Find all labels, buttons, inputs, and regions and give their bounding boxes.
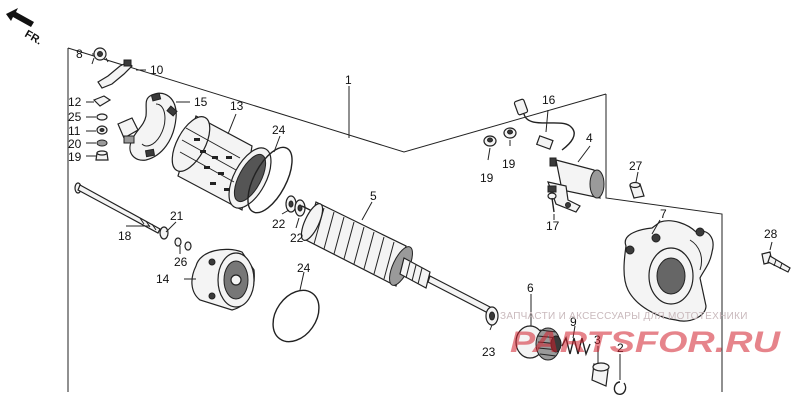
callout-20: 20 [68,137,82,151]
direction-label: FR. [23,28,44,47]
washer-part [96,113,108,121]
callout-21: 21 [170,209,184,223]
washer-part [485,306,499,326]
spring-part [561,335,591,357]
callout-5: 5 [370,189,377,203]
snap-ring-part [613,381,627,395]
nut-part [96,125,108,135]
leader-lines [86,53,773,380]
o-ring-part [247,146,293,214]
callout-9: 9 [570,315,577,329]
watermark-brand: PARTSFOR.RU [510,326,782,359]
grommet-part [91,47,109,65]
nut-part [95,150,109,161]
armature-part [300,201,493,315]
callout-17: 17 [546,219,560,233]
callout-22: 22 [272,217,286,231]
callout-19: 19 [480,171,494,185]
o-ring-part [272,289,320,343]
starter-solenoid-part [547,157,605,213]
front-direction-arrow-icon [6,8,34,27]
watermark: ЗАПЧАСТИ И АКСЕССУАРЫ ДЛЯ МОТОТЕХНИКИ PA… [500,311,782,359]
callout-12: 12 [68,95,82,109]
callout-28: 28 [764,227,778,241]
callout-24: 24 [272,123,286,137]
washer-part [96,139,108,147]
callout-7: 7 [660,207,667,221]
callout-8: 8 [76,47,83,61]
bolt-part [547,192,557,213]
callout-labels: 8 10 12 15 25 11 20 19 13 24 1 5 22 22 2… [68,47,778,359]
mounting-bolt-part [761,251,791,273]
front-cover-part [623,220,714,322]
rear-cover-part [191,248,255,311]
callout-16: 16 [542,93,556,107]
nut-plate-part [92,95,112,107]
motor-yoke-part [171,115,272,211]
callout-2: 2 [617,341,624,355]
collar-part [591,362,610,387]
nut-part [503,127,517,139]
callout-4: 4 [586,131,593,145]
callout-11: 11 [68,124,81,138]
brush-holder-part [117,92,178,161]
through-bolt-part [74,182,161,234]
thrust-washer-part [285,195,306,217]
callout-3: 3 [594,333,601,347]
callout-19: 19 [502,157,516,171]
callout-24: 24 [297,261,311,275]
callout-14: 14 [156,272,170,286]
watermark-subtitle: ЗАПЧАСТИ И АКСЕССУАРЫ ДЛЯ МОТОТЕХНИКИ [500,311,748,322]
callout-13: 13 [230,99,244,113]
callout-27: 27 [629,159,643,173]
callout-22: 22 [290,231,304,245]
callout-1: 1 [345,73,352,87]
callout-15: 15 [194,95,208,109]
nut-part [483,135,497,147]
callout-18: 18 [118,229,132,243]
brush-terminal-part [97,59,133,89]
callout-25: 25 [68,110,82,124]
starter-cable-part [513,98,575,151]
callout-6: 6 [527,281,534,295]
callout-10: 10 [150,63,164,77]
o-ring-small-part [174,237,192,251]
callout-23: 23 [482,345,496,359]
callout-19: 19 [68,150,82,164]
assembly-outline [67,47,723,392]
washer-part [159,226,169,240]
dowel-pin-part [629,181,645,199]
callout-26: 26 [174,255,188,269]
starter-pinion-part [515,325,562,361]
